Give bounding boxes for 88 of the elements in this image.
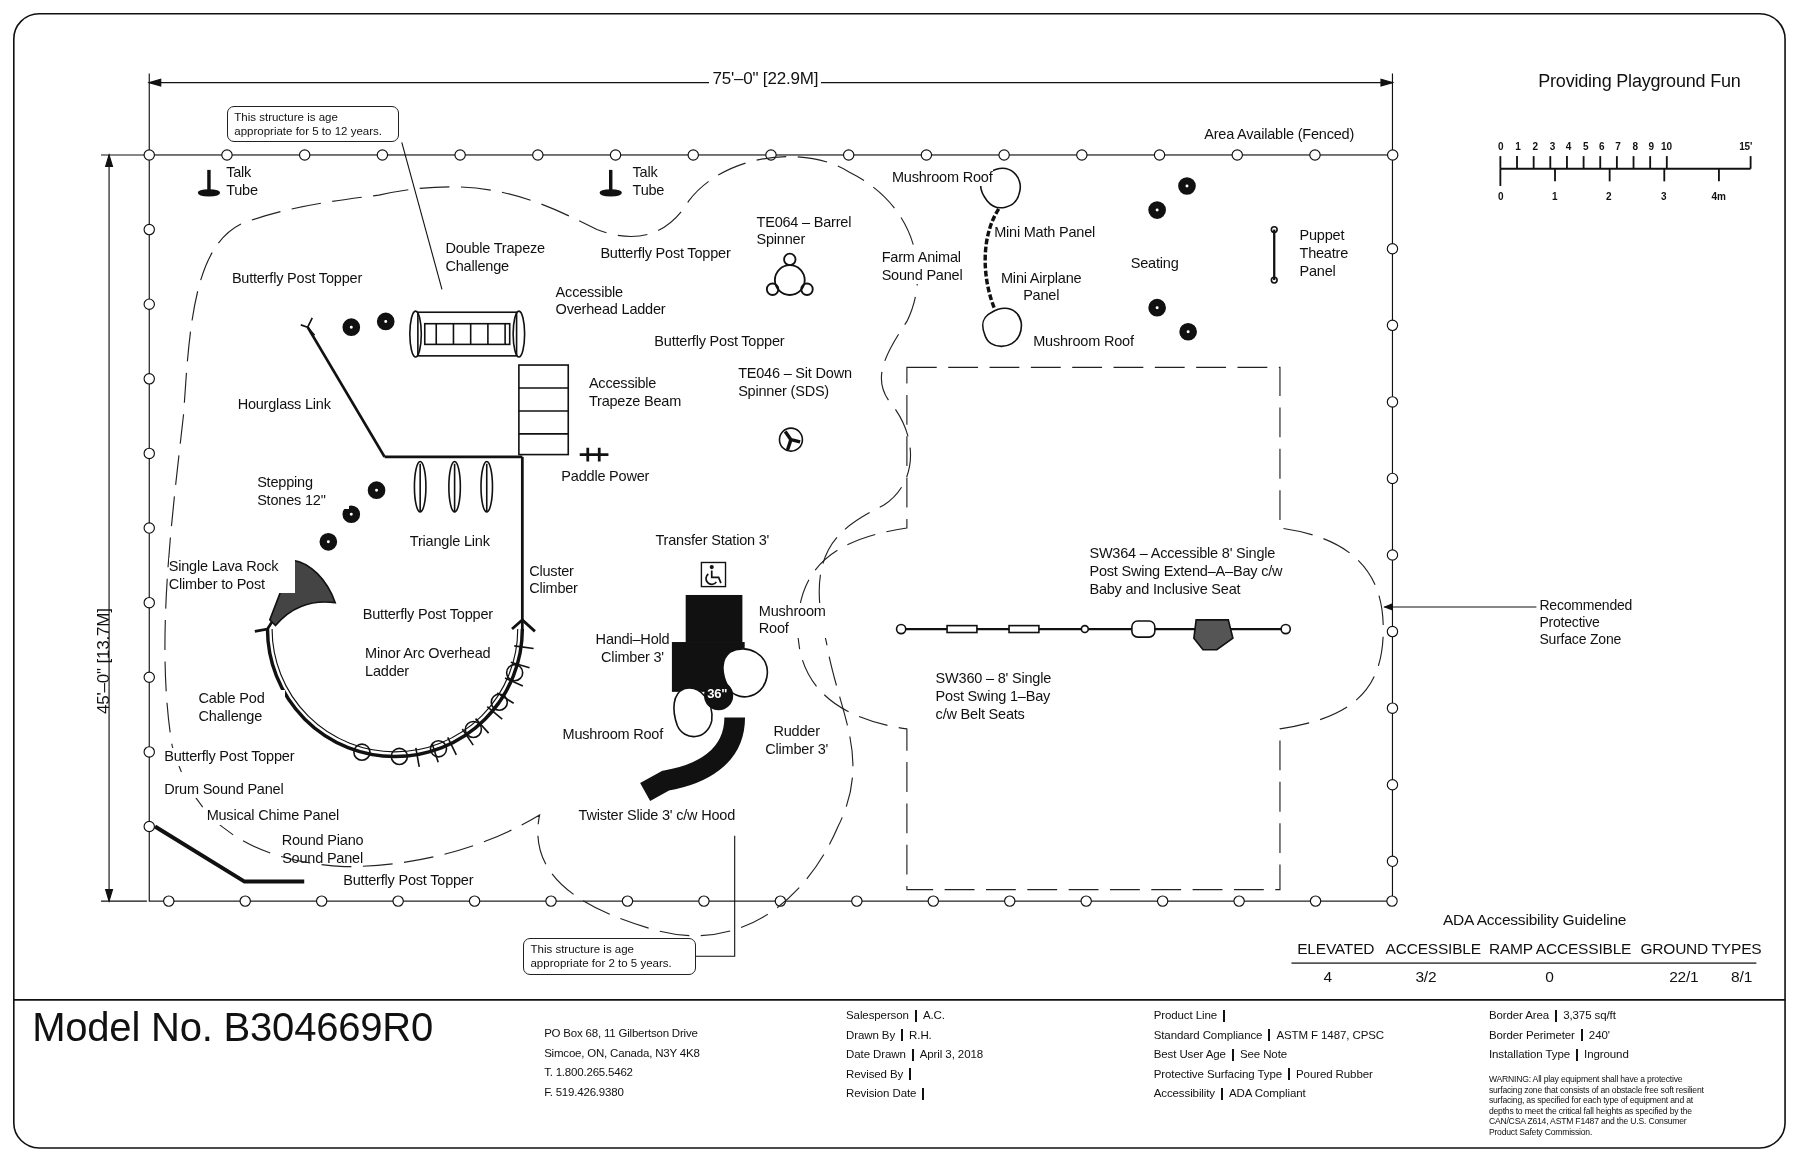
field-label: Date Drawn xyxy=(846,1048,906,1062)
callout-box xyxy=(227,105,400,143)
tagline: Providing Playground Fun xyxy=(1538,71,1741,94)
scale-number: 3 xyxy=(1661,190,1667,203)
address-line: T. 1.800.265.5462 xyxy=(544,1065,633,1080)
part-label: Mini Airplane Panel xyxy=(1000,269,1083,306)
scale-number: 5 xyxy=(1583,141,1589,154)
scale-number: 1 xyxy=(1552,190,1558,203)
part-label: Handi–Hold Climber 3' xyxy=(594,631,671,667)
field-value: R.H. xyxy=(909,1028,932,1043)
table-value: 8/1 xyxy=(1731,967,1753,987)
table-value: 0 xyxy=(1545,967,1554,987)
field-label: Border Area xyxy=(1488,1009,1550,1023)
part-label: Hourglass Link xyxy=(237,396,331,414)
field-label: Standard Compliance xyxy=(1153,1028,1263,1043)
scale-number: 2 xyxy=(1532,141,1538,154)
field-label: Revised By xyxy=(846,1067,904,1082)
scale-number: 0 xyxy=(1498,190,1504,203)
address-line: Simcoe, ON, Canada, N3Y 4K8 xyxy=(544,1045,700,1060)
field-value: Inground xyxy=(1584,1048,1629,1062)
part-label: Musical Chime Panel xyxy=(206,807,340,825)
model-number: Model No. B304669R0 xyxy=(32,1004,434,1052)
scale-number: 0 xyxy=(1498,141,1504,154)
table-header: ACCESSIBLE xyxy=(1385,940,1481,960)
field-label: Best User Age xyxy=(1153,1048,1226,1062)
scale-number: 3 xyxy=(1549,141,1556,154)
scale-number: 6 xyxy=(1599,141,1605,154)
field-label: Protective Surfacing Type xyxy=(1153,1067,1283,1082)
field-label: Border Perimeter xyxy=(1488,1028,1575,1043)
part-label: Drum Sound Panel xyxy=(164,780,284,799)
field-value: 240' xyxy=(1588,1028,1610,1043)
part-label: Mushroom Roof xyxy=(891,168,993,187)
part-label: Butterfly Post Topper xyxy=(654,332,785,351)
dimension-label: 45'–0" [13.7M] xyxy=(94,608,115,714)
part-label: Rudder Climber 3' xyxy=(764,723,830,759)
callout-text: This structure is age appropriate for 5 to 12 years. xyxy=(234,110,382,137)
field-label: Product Line xyxy=(1153,1009,1218,1023)
scale-number: 4 xyxy=(1565,141,1572,154)
part-label: Cable Pod Challenge xyxy=(198,689,285,726)
scale-number: 10 xyxy=(1661,141,1672,154)
height-label: 36" xyxy=(707,686,728,703)
scale-number: 1 xyxy=(1515,141,1521,154)
leader-line xyxy=(695,835,736,957)
scale-number: 7 xyxy=(1615,141,1621,154)
part-label: Butterfly Post Topper xyxy=(362,606,493,624)
field-value: ASTM F 1487, CPSC xyxy=(1276,1028,1384,1043)
table-header: GROUND xyxy=(1640,940,1709,960)
table-header: ELEVATED xyxy=(1297,940,1375,960)
part-label: Seating xyxy=(1130,254,1179,273)
part-label: Butterfly Post Topper xyxy=(164,748,295,767)
field-label: Drawn By xyxy=(846,1028,896,1043)
leader-line xyxy=(401,141,443,290)
table-header: TYPES xyxy=(1711,940,1762,960)
field-value: ADA Compliant xyxy=(1229,1087,1306,1101)
callout-box xyxy=(523,937,696,975)
scale-number: 2 xyxy=(1606,190,1612,203)
scale-number: 4m xyxy=(1711,190,1726,203)
table-header: RAMP ACCESSIBLE xyxy=(1488,940,1632,960)
address-line: F. 519.426.9380 xyxy=(544,1084,624,1099)
part-label: Triangle Link xyxy=(409,532,490,551)
warning-note: WARNING: All play equipment shall have a protective surfacing zone that consists of an obstacle free soft resilient surfacing, as specified for each type of equipment and at depths to meet the critical fall heights as specified by the CAN/CSA Z614, ASTM F1487 and the U.S. Consumer Product Safety Commission. xyxy=(1488,1074,1705,1138)
scale-number: 15' xyxy=(1739,141,1753,154)
scale-number: 9 xyxy=(1648,141,1654,154)
table-value: 22/1 xyxy=(1669,967,1699,987)
table-title: ADA Accessibility Guideline xyxy=(1443,911,1627,931)
field-label: Revision Date xyxy=(846,1087,917,1101)
part-label: Butterfly Post Topper xyxy=(343,872,474,891)
arrow xyxy=(1383,603,1537,611)
field-value: See Note xyxy=(1239,1048,1288,1062)
part-label: Stepping Stones 12" xyxy=(257,474,349,510)
field-value: Poured Rubber xyxy=(1296,1067,1373,1082)
field-value: 3,375 sq/ft xyxy=(1563,1009,1616,1023)
field-label: Accessibility xyxy=(1153,1087,1215,1101)
field-label: Salesperson xyxy=(846,1009,909,1023)
table-value: 3/2 xyxy=(1415,967,1437,987)
part-label: Round Piano Sound Panel xyxy=(280,832,365,868)
field-label: Installation Type xyxy=(1488,1048,1571,1062)
field-value: A.C. xyxy=(922,1009,945,1023)
callout-text: This structure is age appropriate for 2 to 5 years. xyxy=(530,942,672,970)
part-label: Area Available (Fenced) xyxy=(1204,126,1355,144)
address-line: PO Box 68, 11 Gilbertson Drive xyxy=(544,1026,698,1041)
scale-number: 8 xyxy=(1632,141,1638,154)
table-value: 4 xyxy=(1323,967,1332,987)
part-label: Butterfly Post Topper xyxy=(600,244,731,263)
field-value: April 3, 2018 xyxy=(919,1048,984,1062)
note-text: Recommended Protective Surface Zone xyxy=(1539,596,1649,649)
part-label: Butterfly Post Topper xyxy=(231,269,362,288)
part-label: Single Lava Rock Climber to Post xyxy=(168,557,295,594)
